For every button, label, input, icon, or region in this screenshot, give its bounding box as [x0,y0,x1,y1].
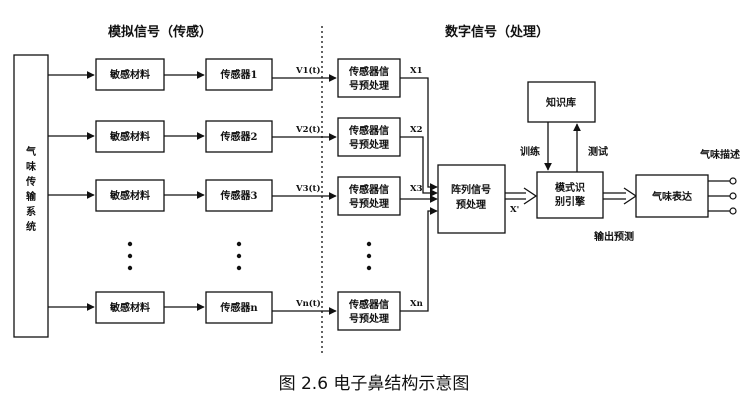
material-box-n [95,291,165,324]
sensor-box-1 [205,58,273,91]
pre-box-n [337,291,401,331]
pre-box-3 [337,176,401,216]
material-box-1 [95,58,165,91]
x-label-2: X2 [410,125,423,135]
pre-label-3b: 号预处理 [349,197,389,210]
odor-output-terminals [708,177,737,215]
material-label-n: 敏感材料 [109,301,150,314]
sensor-box-n [205,291,273,324]
arrow-pattern-to-odor [603,187,638,205]
pre-box-1 [337,58,401,98]
odor-delivery-system-box [13,54,49,338]
knowledge-base-label: 知识库 [545,96,576,109]
pattern-engine-label-b: 别引擎 [554,195,585,208]
pre-box-2 [337,117,401,157]
pattern-engine-label-a: 模式识 [555,181,585,194]
test-label: 测试 [588,145,608,158]
ellipsis-dots [127,241,372,271]
x-label-3: X3 [410,184,423,194]
sensor-box-3 [205,179,273,212]
wire-pre-n-to-array [400,207,438,312]
train-label: 训练 [520,145,540,158]
signal-label-n: Vn(t) [295,298,321,309]
signal-label-2: V2(t) [295,124,320,135]
pre-label-na: 传感器信 [348,298,389,311]
pre-label-3a: 传感器信 [348,183,389,196]
array-output-label: X' [510,205,519,215]
output-detect-label: 输出预测 [594,230,634,243]
sensor-label-n: 传感器n [219,301,258,314]
pattern-engine-box [536,171,604,219]
array-preprocess-box [437,164,506,234]
pre-label-1b: 号预处理 [349,79,389,92]
pre-label-1a: 传感器信 [348,65,389,78]
material-label-2: 敏感材料 [109,130,150,143]
knowledge-base-box [527,81,596,123]
odor-expression-label: 气味表达 [651,190,692,203]
array-preprocess-label-a: 阵列信号 [451,183,491,196]
odor-expression-box [635,174,709,218]
signal-label-1: V1(t) [295,65,320,76]
x-label-n: Xn [410,299,423,309]
odor-output-label: 气味描述 [699,148,740,161]
arrow-array-to-pattern [505,187,538,205]
material-box-2 [95,120,165,153]
wire-pre-1-to-array [400,77,438,191]
figure-caption: 图 2.6 电子鼻结构示意图 [279,374,470,394]
x-label-1: X1 [410,66,423,76]
sensor-label-1: 传感器1 [220,68,258,81]
pre-label-2b: 号预处理 [349,138,389,151]
sensor-label-3: 传感器3 [220,189,258,202]
pre-label-nb: 号预处理 [349,312,389,325]
array-preprocess-label-b: 预处理 [456,198,486,211]
odor-delivery-system-label: 气味传输系统 [25,145,37,233]
sensor-label-2: 传感器2 [220,130,258,143]
digital-header: 数字信号（处理） [445,24,549,40]
material-box-3 [95,179,165,212]
pre-label-2a: 传感器信 [348,124,389,137]
wire-pre-2-to-array [400,136,438,197]
material-label-3: 敏感材料 [109,189,150,202]
material-label-1: 敏感材料 [109,68,150,81]
signal-label-3: V3(t) [295,183,320,194]
analog-header: 模拟信号（传感） [108,24,212,40]
